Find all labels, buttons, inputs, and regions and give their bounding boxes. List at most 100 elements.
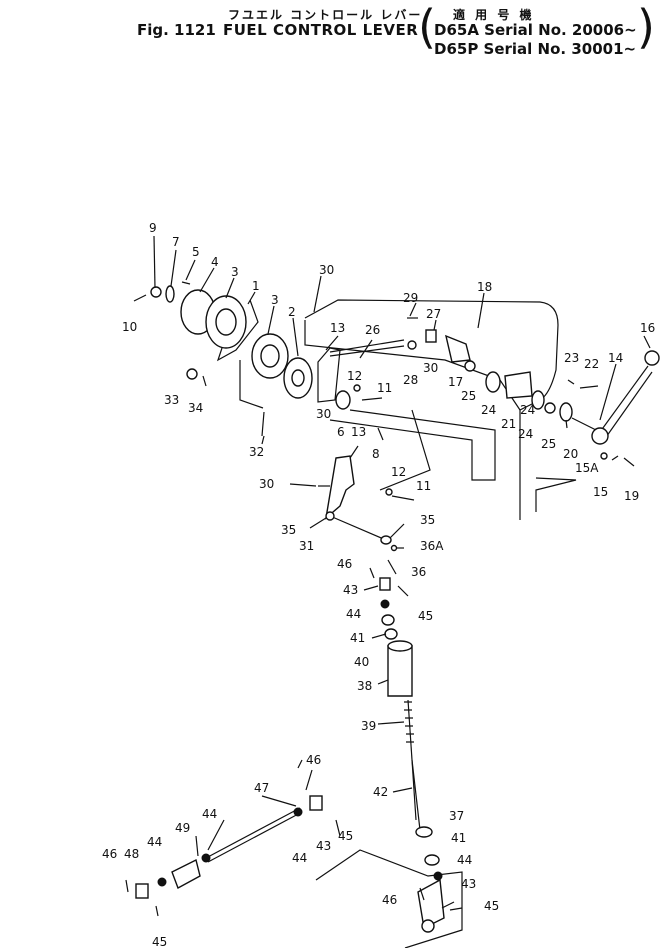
pin-46-lower xyxy=(419,887,425,901)
callout-45-rod: 45 xyxy=(338,829,353,843)
callout-32: 32 xyxy=(249,445,264,459)
callout-41-lower: 41 xyxy=(451,831,466,845)
callout-18: 18 xyxy=(477,280,492,294)
spring-plate-1 xyxy=(216,299,259,362)
figure-number: Fig. 1121 xyxy=(137,21,216,39)
callout-30-mid: 30 xyxy=(316,407,331,421)
lever-shaft-14 xyxy=(599,365,649,433)
callout-2: 2 xyxy=(288,305,296,319)
nut-44-lower xyxy=(433,871,443,881)
callout-46-upper: 46 xyxy=(337,557,352,571)
clevis-35-left xyxy=(325,511,335,521)
pin-46-upper xyxy=(369,567,375,579)
japanese-title: フユエル コントロール レバー xyxy=(228,8,423,22)
callout-7: 7 xyxy=(172,235,180,249)
callout-26: 26 xyxy=(365,323,380,337)
washer-37 xyxy=(415,826,433,838)
bolt-22 xyxy=(579,385,599,389)
washer-12-lower xyxy=(385,488,393,496)
callout-49: 49 xyxy=(175,821,190,835)
bracket-right: ) xyxy=(637,0,655,54)
callout-12-lower: 12 xyxy=(391,465,406,479)
bolt-11-lower xyxy=(391,495,415,501)
washer-7 xyxy=(165,285,175,303)
yoke-43-rod xyxy=(309,795,323,811)
bushing-24-right xyxy=(531,390,545,410)
callout-10: 10 xyxy=(122,320,137,334)
callout-29: 29 xyxy=(403,291,418,305)
callout-24-mid: 24 xyxy=(520,403,535,417)
callout-44-mid: 44 xyxy=(202,807,217,821)
callout-45-upper: 45 xyxy=(418,609,433,623)
callout-24-left: 24 xyxy=(481,403,496,417)
callout-15: 15 xyxy=(593,485,608,499)
callout-44-rod: 44 xyxy=(292,851,307,865)
callout-6: 6 xyxy=(337,425,345,439)
bracket-21 xyxy=(504,371,533,399)
callout-44-upper: 44 xyxy=(346,607,361,621)
callout-35-right: 35 xyxy=(420,513,435,527)
callout-25-left: 25 xyxy=(461,389,476,403)
callout-42: 42 xyxy=(373,785,388,799)
yoke-43-lower xyxy=(417,878,445,930)
pin-34 xyxy=(202,375,207,387)
callout-43-lower: 43 xyxy=(461,877,476,891)
seal-25-left xyxy=(464,360,476,372)
applicable-models-label: 適 用 号 機 xyxy=(453,8,535,22)
yoke-43-upper xyxy=(379,577,391,591)
callout-39: 39 xyxy=(361,719,376,733)
callout-31: 31 xyxy=(299,539,314,553)
callout-8: 8 xyxy=(372,447,380,461)
bolt-45-end xyxy=(155,905,159,917)
callout-46-lower: 46 xyxy=(382,893,397,907)
callout-46-rod: 46 xyxy=(306,753,321,767)
lever-13-upper xyxy=(317,347,341,403)
callout-44-lower: 44 xyxy=(457,853,472,867)
callout-24-right: 24 xyxy=(518,427,533,441)
callout-27: 27 xyxy=(426,307,441,321)
nut-44-mid xyxy=(201,853,211,863)
callout-15A: 15A xyxy=(575,461,599,475)
sleeve-38 xyxy=(387,645,413,697)
bolt-45-rod xyxy=(335,819,341,837)
bracket-left: ( xyxy=(418,0,436,54)
nut-9 xyxy=(150,286,162,298)
washer-20 xyxy=(559,402,573,422)
callout-labels: 9 7 5 4 3 1 3 2 10 30 13 26 29 27 18 28 … xyxy=(102,221,655,948)
callout-37: 37 xyxy=(449,809,464,823)
lever-base-14 xyxy=(591,427,609,445)
nut-44-upper xyxy=(380,599,390,609)
callout-30-top: 30 xyxy=(319,263,334,277)
callout-16: 16 xyxy=(640,321,655,335)
callout-43-upper: 43 xyxy=(343,583,358,597)
rod-47 xyxy=(205,807,301,859)
middle-linkage xyxy=(186,368,463,933)
washer-36A xyxy=(390,544,398,552)
callout-47: 47 xyxy=(254,781,269,795)
serial-range-d65a: D65A Serial No. 20006~ xyxy=(434,21,637,39)
bolt-32 xyxy=(261,411,265,437)
callout-28: 28 xyxy=(403,373,418,387)
bolt-45-upper xyxy=(397,585,409,597)
pin-5 xyxy=(181,281,191,285)
lever-13-lower xyxy=(324,455,355,520)
callout-3-left: 3 xyxy=(231,265,239,279)
washer-41-lower xyxy=(424,854,440,866)
left-plate-cluster xyxy=(133,281,405,410)
nut-33 xyxy=(186,368,198,380)
callout-11-lower: 11 xyxy=(416,479,431,493)
nut-44-left xyxy=(157,877,167,887)
bolt-11-upper xyxy=(361,397,383,401)
rod-26 xyxy=(329,339,405,353)
callout-45-lower: 45 xyxy=(484,899,499,913)
callout-30-right: 30 xyxy=(423,361,438,375)
callout-33: 33 xyxy=(164,393,179,407)
callout-30-lower: 30 xyxy=(259,477,274,491)
clevis-35-right xyxy=(380,535,392,545)
callout-14: 14 xyxy=(608,351,623,365)
callout-21: 21 xyxy=(501,417,516,431)
nut-28 xyxy=(407,340,417,350)
callout-43-rod: 43 xyxy=(316,839,331,853)
washer-15A xyxy=(600,452,608,460)
